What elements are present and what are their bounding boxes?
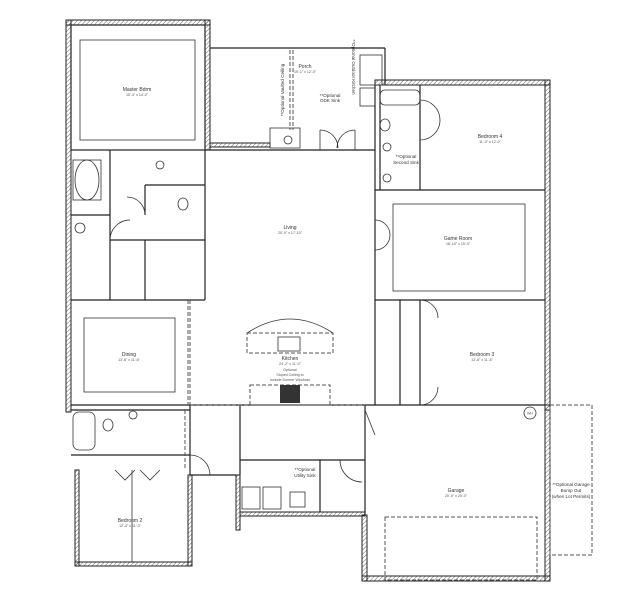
outdoor-kitchen-note: **Optional Outdoor Kitchen (351, 39, 356, 95)
sink-icon (382, 142, 392, 152)
fixtures: WH (72, 54, 537, 510)
grill-icon (269, 127, 301, 149)
living-label: Living (283, 225, 296, 231)
bedroom2-dim: 12'-4" x 11'-0" (119, 524, 142, 528)
toilet-icon (102, 418, 114, 432)
kitchen-sink-icon (277, 336, 301, 352)
utility-sink-icon (289, 491, 306, 508)
utility-sink-note-1: **Optional (295, 467, 316, 472)
room-labels: Master Bdrm 15'-4" x 14'-0" Porch 19'-1"… (118, 64, 503, 528)
bedroom4-label: Bedroom 4 (478, 134, 503, 140)
odk-sink-note-1: **Optional (320, 93, 341, 98)
vaulted-ceiling-note: **Optional Vaulted Ceiling (280, 63, 285, 116)
garage-bump-note-2: Bump Out (561, 488, 582, 493)
interior-walls (70, 24, 545, 515)
master-ceiling-outline (79, 39, 196, 141)
porch-dim: 19'-1" x 12'-0" (294, 70, 317, 74)
doors (109, 99, 441, 562)
bedroom3-label: Bedroom 3 (470, 352, 495, 358)
tub-icon (74, 159, 100, 201)
kitchen-dim: 24'-2" x 11'-0" (279, 362, 302, 366)
gameroom-label: Game Room (444, 236, 472, 242)
kitchen-option-3: Include Dormer Windows (270, 378, 310, 382)
range-icon (280, 385, 300, 403)
washer-icon (241, 486, 261, 510)
gameroom-ceiling-outline (392, 203, 526, 292)
bedroom2-label: Bedroom 2 (118, 518, 143, 524)
sink-icon (74, 222, 86, 234)
water-heater-label: WH (527, 412, 533, 416)
second-sink-note-1: **Optional (396, 154, 417, 159)
gameroom-dim: 18'-10" x 15'-0" (446, 242, 471, 246)
odk-sink-icon (359, 87, 376, 107)
second-sink-note-2: Second Sink (393, 160, 419, 165)
kitchen-option-1: Optional (283, 368, 297, 372)
exterior-walls (65, 19, 551, 582)
odk-counter (359, 54, 383, 86)
kitchen-label: Kitchen (282, 356, 299, 362)
sink-icon (382, 173, 392, 183)
garage-dim: 20'-0" x 20'-0" (445, 494, 468, 498)
dining-label: Dining (122, 352, 136, 358)
dining-ceiling-outline (83, 317, 176, 393)
garage-bump-note-3: (when Lot Permits) (552, 494, 591, 499)
tub-icon (72, 411, 96, 451)
sink-icon (128, 410, 138, 420)
master-dim: 15'-4" x 14'-0" (126, 93, 149, 97)
living-dim: 20'-0" x 17'-10" (278, 231, 303, 235)
kitchen-island (246, 318, 334, 406)
water-heater-icon (523, 406, 537, 420)
utility-sink-note-2: Utility Sink (294, 473, 316, 478)
odk-sink-note-2: ODK Sink (320, 98, 341, 103)
dryer-icon (262, 486, 282, 510)
bedroom4-dim: 11'-0" x 12'-0" (479, 140, 502, 144)
porch-label: Porch (298, 64, 311, 70)
toilet-icon (177, 197, 189, 211)
sink-icon (155, 160, 165, 170)
master-label: Master Bdrm (123, 87, 152, 93)
bedroom3-dim: 13'-8" x 11'-6" (471, 358, 494, 362)
garage-bump-note-1: **Optional Garage (552, 482, 590, 487)
tub-icon (379, 89, 421, 106)
notes: **Optional Vaulted Ceiling **Optional Ou… (270, 39, 591, 499)
kitchen-option-2: Sloped Ceiling to (276, 373, 303, 377)
toilet-icon (379, 118, 391, 132)
garage-label: Garage (448, 488, 465, 494)
dining-dim: 13'-6" x 11'-6" (118, 358, 141, 362)
